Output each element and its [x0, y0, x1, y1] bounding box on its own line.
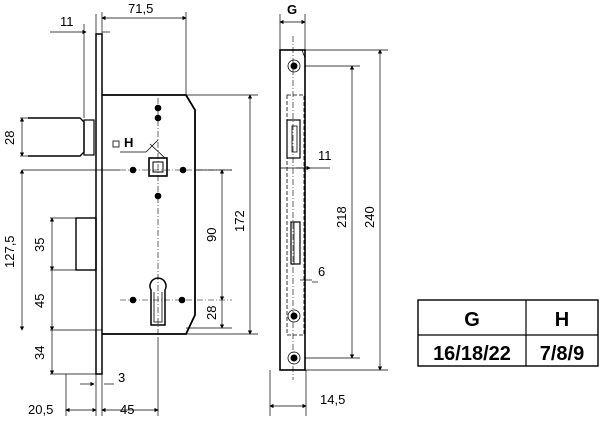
dim-11-top: 11: [60, 14, 74, 29]
dim-14-5: 14,5: [320, 392, 345, 407]
table-header-h: H: [555, 309, 569, 331]
dim-g-top: G: [287, 2, 297, 17]
table-header-g: G: [464, 309, 480, 331]
variants-table: G H 16/18/22 7/8/9: [417, 299, 599, 367]
dim-172: 172: [232, 210, 247, 232]
front-dimensions: [19, 12, 258, 416]
side-body-dashed: [286, 94, 305, 336]
dim-45-bottom: 45: [120, 402, 134, 417]
dim-h: H: [124, 135, 133, 150]
dim-3: 3: [118, 370, 125, 385]
latch-inner: [83, 119, 95, 156]
table-value-g: 16/18/22: [433, 343, 511, 365]
side-dimensions: [269, 14, 388, 416]
front-view: H: [28, 33, 232, 375]
dim-28-left: 28: [2, 131, 17, 145]
dim-20-5: 20,5: [28, 402, 53, 417]
lock-body-outline: [102, 94, 196, 335]
dim-218: 218: [334, 206, 349, 228]
table-value-h: 7/8/9: [540, 343, 584, 365]
side-view: [279, 36, 306, 380]
dim-28-right: 28: [204, 306, 219, 320]
side-bolt-opening: [290, 221, 301, 265]
front-faceplate: [95, 33, 103, 375]
dim-6: 6: [318, 264, 325, 279]
h-marker-square: [112, 140, 120, 148]
dead-bolt: [75, 217, 97, 271]
cylinder-keyhole: [149, 277, 167, 326]
dim-11-side: 11: [318, 148, 332, 163]
dim-35: 35: [32, 238, 47, 252]
dim-127-5: 127,5: [2, 235, 17, 268]
dim-45-left: 45: [32, 294, 47, 308]
side-screw-holes: [290, 62, 298, 362]
dim-90: 90: [204, 228, 219, 242]
latch-bolt: [28, 117, 85, 157]
dim-34: 34: [32, 346, 47, 360]
center-lines: [120, 98, 232, 338]
dim-240: 240: [362, 206, 377, 228]
dim-71-5: 71,5: [128, 1, 153, 16]
side-latch-opening: [286, 119, 301, 159]
